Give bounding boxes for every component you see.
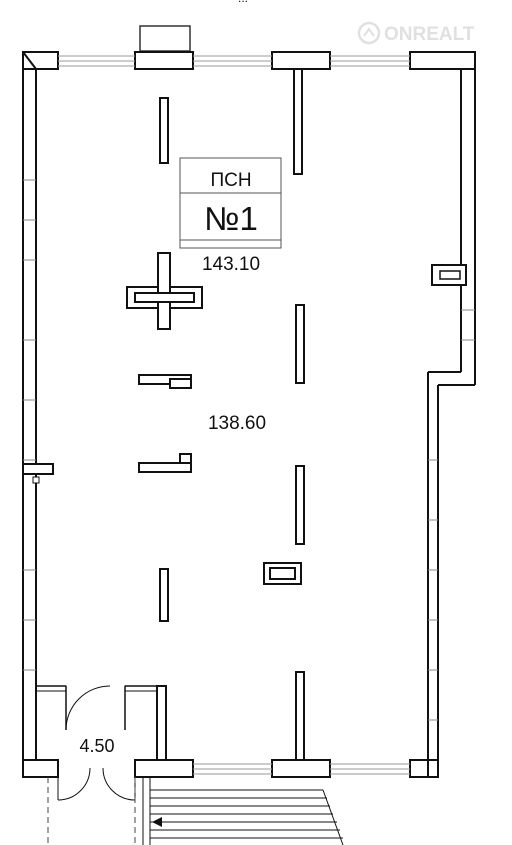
unit-total-area: 143.10 — [202, 254, 260, 275]
vent-box — [139, 25, 191, 52]
room-area-vestibule: 4.50 — [79, 736, 114, 756]
shaft-box — [263, 562, 302, 585]
unit-card: ПСН №1 143.10 — [179, 157, 282, 275]
vestibule — [35, 685, 158, 731]
unit-number-label: №1 — [204, 200, 258, 237]
entrance-stairs — [142, 777, 344, 845]
exterior-lines — [47, 777, 136, 845]
left-wall-stub — [22, 463, 54, 475]
header-text: ... — [238, 0, 248, 5]
cross-column — [126, 252, 203, 330]
benches — [138, 374, 192, 473]
stairs-arrow-icon — [152, 817, 230, 827]
room-area-main: 138.60 — [208, 413, 266, 434]
left-wall — [22, 51, 37, 777]
onrealt-logo-icon — [357, 21, 381, 45]
watermark: ONREALT — [357, 21, 475, 45]
watermark-brand: ONREALT — [384, 24, 475, 45]
right-wall-niche — [431, 264, 467, 286]
top-glazing — [58, 55, 410, 67]
right-wall — [427, 52, 476, 777]
bottom-glazing — [193, 763, 410, 775]
small-square — [32, 476, 40, 484]
right-wall-niche-inner — [439, 270, 461, 280]
unit-type-label: ПСН — [210, 170, 251, 191]
interior-pillars — [156, 68, 305, 761]
right-wall-ticks — [428, 309, 475, 721]
left-wall-ticks — [23, 179, 36, 671]
entrance-door — [57, 767, 136, 801]
